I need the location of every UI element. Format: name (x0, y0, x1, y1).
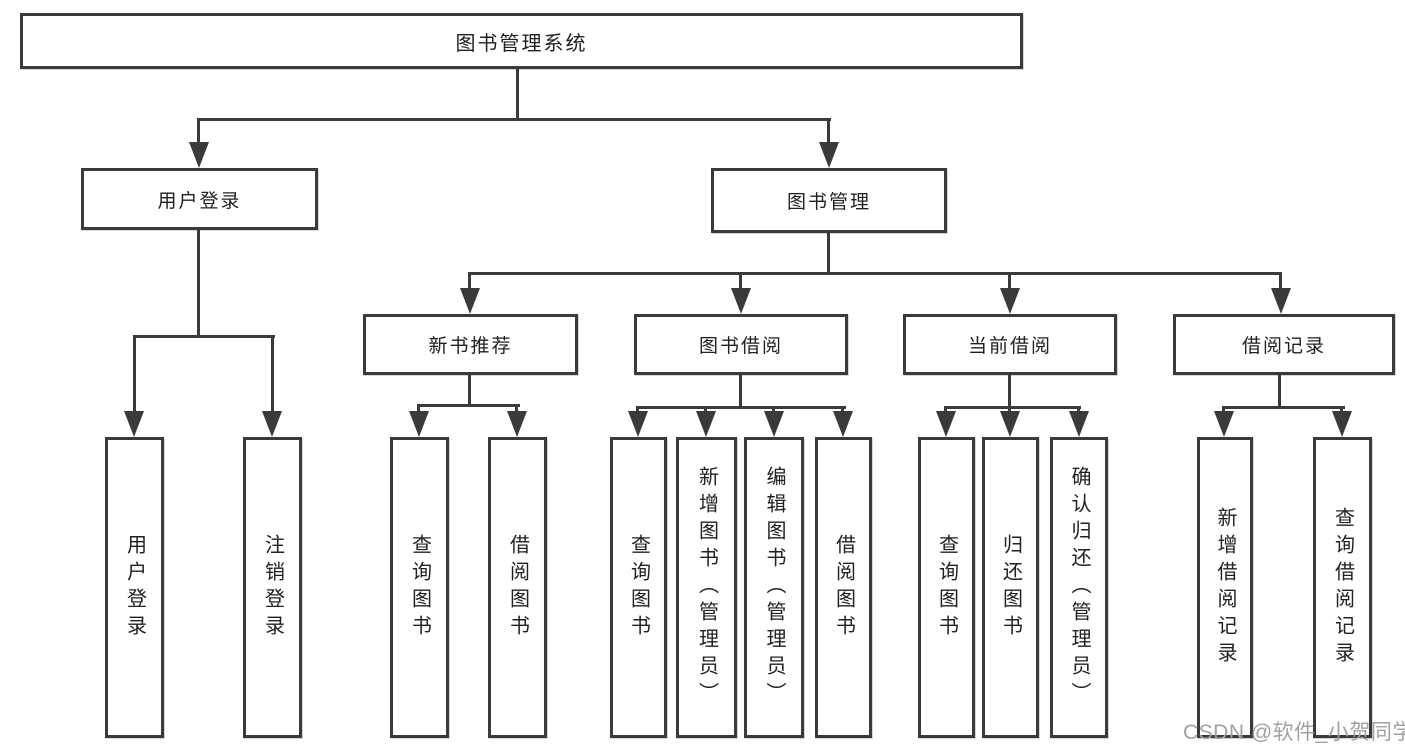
connector-line (271, 335, 274, 414)
connector-line (739, 375, 742, 409)
leaf-user-login: 用户登录 (105, 437, 164, 738)
connector-line (516, 69, 519, 121)
leaf-label: 注销登录 (261, 533, 284, 642)
node-new-book-recommendation: 新书推荐 (363, 314, 578, 375)
leaf-label: 借阅图书 (832, 533, 855, 642)
connector-line (1008, 272, 1011, 292)
connector-line (197, 230, 200, 337)
node-book-management: 图书管理 (711, 168, 947, 233)
connector-line (827, 118, 830, 146)
arrowhead-icon (628, 411, 648, 437)
arrowhead-icon (696, 411, 716, 437)
node-borrowing-records: 借阅记录 (1173, 314, 1395, 375)
arrowhead-icon (764, 411, 784, 437)
arrowhead-icon (936, 411, 956, 437)
arrowhead-icon (1000, 411, 1020, 437)
arrowhead-icon (731, 288, 751, 314)
leaf-borrow-books-recommend: 借阅图书 (488, 437, 547, 738)
node-root: 图书管理系统 (20, 13, 1023, 69)
node-book-borrowing: 图书借阅 (634, 314, 848, 375)
connector-line (468, 375, 471, 407)
leaf-label: 查询图书 (935, 533, 958, 642)
connector-line (468, 272, 471, 292)
connector-line (636, 406, 846, 409)
connector-line (1278, 375, 1281, 409)
node-label: 图书管理 (786, 192, 871, 213)
leaf-label: 查询图书 (408, 533, 431, 642)
connector-line (417, 404, 520, 407)
arrowhead-icon (262, 411, 282, 437)
connector-line (739, 272, 742, 292)
connector-line (827, 233, 830, 275)
leaf-query-borrow-record: 查询借阅记录 (1313, 437, 1372, 738)
watermark: CSDN @软件_小贺同学 (1183, 721, 1405, 744)
connector-line (944, 406, 1081, 409)
arrowhead-icon (1069, 411, 1089, 437)
connector-line (515, 404, 518, 416)
connector-line (1279, 272, 1282, 292)
node-root-label: 图书管理系统 (455, 32, 588, 55)
leaf-logout: 注销登录 (243, 437, 302, 738)
leaf-label: 查询图书 (627, 533, 650, 642)
leaf-add-book-admin: 新增图书（管理员） (676, 437, 737, 738)
node-label: 用户登录 (157, 190, 242, 212)
node-current-borrowing: 当前借阅 (903, 314, 1117, 375)
leaf-label: 借阅图书 (506, 533, 529, 642)
leaf-label: 编辑图书（管理员） (763, 466, 785, 709)
leaf-borrow-books-borrowing: 借阅图书 (815, 437, 872, 738)
arrowhead-icon (1332, 411, 1352, 437)
arrowhead-icon (124, 411, 144, 437)
leaf-label: 归还图书 (999, 533, 1022, 642)
leaf-query-books-recommend: 查询图书 (390, 437, 449, 738)
leaf-label: 用户登录 (123, 533, 146, 642)
arrowhead-icon (1271, 288, 1291, 314)
arrowhead-icon (189, 142, 209, 168)
leaf-label: 新增图书（管理员） (695, 466, 718, 709)
connector-line (133, 335, 136, 414)
leaf-query-books-borrowing: 查询图书 (610, 437, 667, 738)
arrowhead-icon (1000, 288, 1020, 314)
node-user-login: 用户登录 (81, 168, 318, 230)
leaf-label: 确认归还（管理员） (1068, 466, 1090, 709)
arrowhead-icon (409, 411, 429, 437)
arrowhead-icon (507, 411, 527, 437)
arrowhead-icon (833, 411, 853, 437)
node-label: 图书借阅 (698, 336, 783, 357)
leaf-edit-book-admin: 编辑图书（管理员） (744, 437, 804, 738)
leaf-return-books: 归还图书 (982, 437, 1039, 738)
leaf-query-books-current: 查询图书 (918, 437, 975, 738)
arrowhead-icon (1214, 411, 1234, 437)
leaf-label: 查询借阅记录 (1331, 506, 1354, 669)
connector-line (197, 118, 200, 146)
leaf-confirm-return-admin: 确认归还（管理员） (1050, 437, 1108, 738)
connector-line (417, 404, 420, 416)
connector-line (468, 272, 1282, 275)
leaf-add-borrow-record: 新增借阅记录 (1197, 437, 1253, 738)
connector-line (1222, 406, 1345, 409)
connector-line (197, 118, 831, 121)
node-label: 新书推荐 (428, 336, 513, 357)
leaf-label: 新增借阅记录 (1214, 506, 1236, 669)
node-label: 借阅记录 (1241, 336, 1326, 357)
connector-line (133, 335, 275, 338)
arrowhead-icon (460, 288, 480, 314)
node-label: 当前借阅 (967, 336, 1052, 357)
connector-line (1008, 375, 1011, 409)
arrowhead-icon (819, 142, 839, 168)
